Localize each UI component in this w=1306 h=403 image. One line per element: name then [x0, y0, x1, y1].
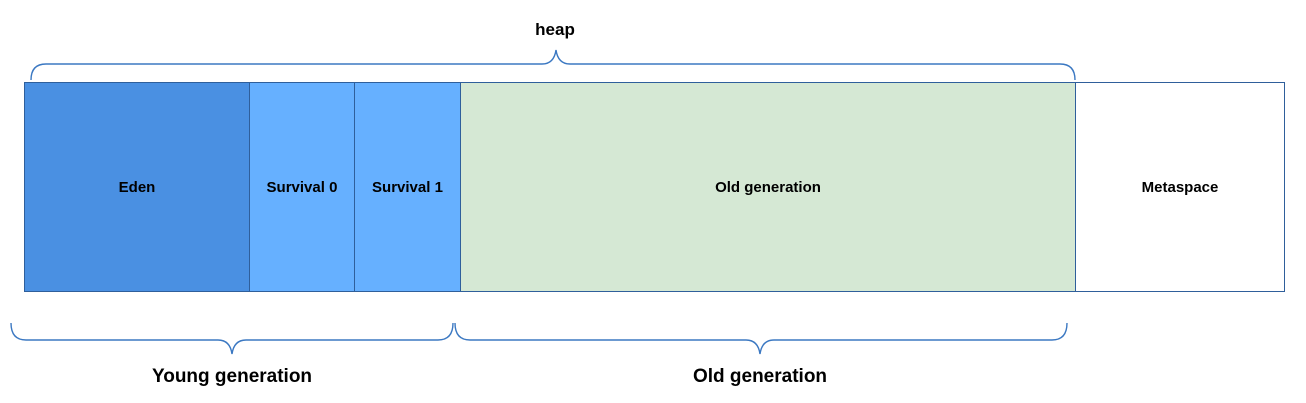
survival-1-segment: Survival 1	[355, 82, 461, 292]
metaspace-label: Metaspace	[1141, 178, 1219, 196]
old-generation-label: Old generation	[692, 366, 828, 387]
old-generation-brace	[454, 322, 1068, 355]
young-generation-brace	[10, 322, 454, 355]
young-generation-label: Young generation	[151, 366, 313, 387]
memory-layout-bar: Eden Survival 0 Survival 1 Old generatio…	[24, 82, 1285, 292]
eden-segment: Eden	[24, 82, 250, 292]
survival-0-label: Survival 0	[266, 178, 338, 196]
survival-1-label: Survival 1	[372, 178, 443, 196]
old-generation-segment: Old generation	[461, 82, 1076, 292]
survival-0-segment: Survival 0	[250, 82, 355, 292]
metaspace-segment: Metaspace	[1076, 82, 1285, 292]
heap-label: heap	[535, 20, 575, 39]
eden-label: Eden	[118, 178, 156, 196]
old-generation-segment-label: Old generation	[715, 178, 821, 196]
heap-brace	[30, 49, 1076, 81]
